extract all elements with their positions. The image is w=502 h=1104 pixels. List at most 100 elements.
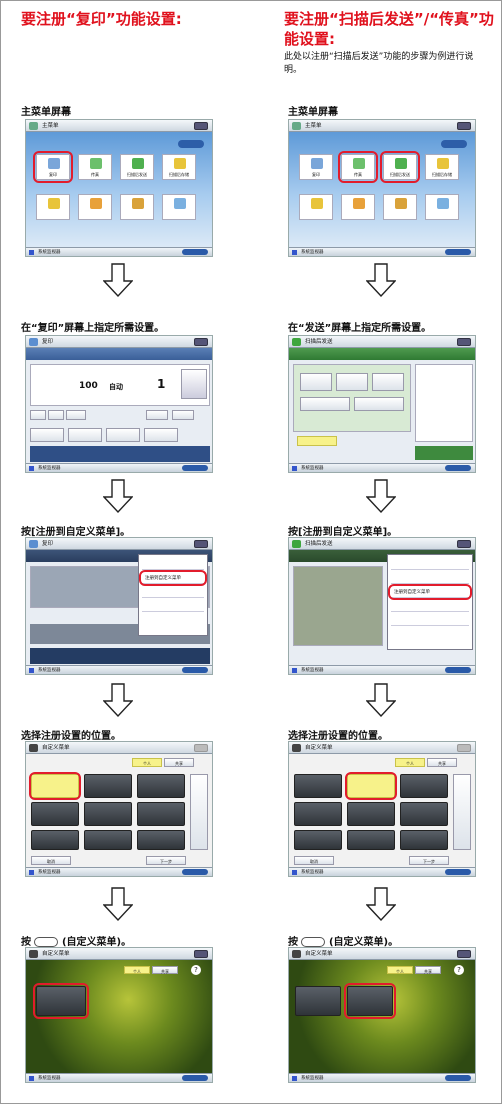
send-custom-menu-screen: 自定义菜单 个人 共享 取消 下一步 系统监视器 — [288, 741, 476, 877]
next-button[interactable]: 下一步 — [146, 856, 186, 865]
registered-copy-button[interactable] — [36, 986, 86, 1016]
fax-menu-button[interactable]: 传真 — [78, 154, 112, 180]
scan-save-icon — [174, 158, 186, 169]
copy-icon — [29, 338, 38, 346]
down-arrow-icon — [366, 479, 396, 513]
scan-save-menu-button[interactable]: 扫描后存储 — [425, 154, 459, 180]
down-arrow-icon — [366, 887, 396, 921]
status-button[interactable] — [182, 249, 208, 255]
menu-item[interactable] — [142, 559, 204, 570]
home-icon — [292, 122, 301, 130]
custom-menu-key-icon — [34, 937, 59, 947]
down-arrow-icon — [103, 263, 133, 297]
menu-button-5[interactable] — [36, 194, 70, 220]
slot-5[interactable] — [84, 802, 132, 826]
preferences-button[interactable] — [178, 140, 204, 148]
option-button-2[interactable] — [48, 410, 64, 420]
scan-send-menu-button[interactable]: 扫描后发送 — [120, 154, 154, 180]
register-custom-menu-item[interactable]: 注册到自定义菜单 — [391, 587, 469, 598]
copy-menu-button[interactable]: 复印 — [36, 154, 70, 180]
slot-8[interactable] — [84, 830, 132, 850]
send-result-screen: 自定义菜单 个人 共享 ? 系统监视器 — [288, 947, 476, 1083]
fax-highlight — [338, 151, 378, 183]
down-arrow-icon — [103, 479, 133, 513]
copy-icon — [29, 540, 38, 548]
option-button-3[interactable] — [66, 410, 86, 420]
fax-menu-button[interactable]: 传真 — [341, 154, 375, 180]
copy-step4-label: 选择注册设置的位置。 — [21, 731, 121, 742]
down-arrow-icon — [103, 683, 133, 717]
send-icon — [292, 338, 301, 346]
personal-tab[interactable]: 个人 — [132, 758, 162, 767]
help-icon[interactable]: ? — [191, 965, 201, 975]
send-options-panel — [415, 364, 473, 442]
scrollbar[interactable] — [190, 774, 208, 850]
function-button-3[interactable] — [106, 428, 140, 442]
options-menu: 注册到自定义菜单 — [138, 554, 208, 636]
down-arrow-icon — [103, 887, 133, 921]
slot-highlight — [345, 772, 397, 800]
screen-title: 主菜单 — [42, 123, 59, 129]
registered-send-button[interactable] — [347, 986, 393, 1016]
slot-2[interactable] — [84, 774, 132, 798]
option-button-5[interactable] — [172, 410, 194, 420]
settings-icon — [194, 338, 208, 346]
copy-settings-screen: 复印 100 自动 1 系统监视器 — [25, 335, 213, 473]
send-destination-panel — [293, 364, 411, 432]
shared-tab[interactable]: 共享 — [164, 758, 194, 767]
down-arrow-icon — [366, 263, 396, 297]
slot-4[interactable] — [31, 802, 79, 826]
menu-item[interactable] — [142, 601, 204, 612]
copy-custom-menu-screen: 自定义菜单 个人 共享 取消 下一步 系统监视器 — [25, 741, 213, 877]
menu-item[interactable] — [142, 587, 204, 598]
slot-1[interactable] — [31, 774, 79, 798]
menu-button-6[interactable] — [78, 194, 112, 220]
function-button-1[interactable] — [30, 428, 64, 442]
slot-3[interactable] — [137, 774, 185, 798]
option-button-4[interactable] — [146, 410, 168, 420]
copy-step2-label: 在“复印”屏幕上指定所需设置。 — [21, 323, 165, 334]
bottom-bar — [30, 446, 210, 462]
scan-send-highlight — [380, 151, 420, 183]
menu-button-7[interactable] — [120, 194, 154, 220]
copy-ratio: 100 — [79, 381, 98, 391]
copy-menu-button[interactable]: 复印 — [299, 154, 333, 180]
registered-highlight — [344, 983, 396, 1019]
register-highlight — [388, 584, 472, 600]
send-step1-label: 主菜单屏幕 — [288, 107, 338, 118]
function-button-4[interactable] — [144, 428, 178, 442]
option-button-1[interactable] — [30, 410, 46, 420]
send-settings-screen: 扫描后发送 系统监视器 — [288, 335, 476, 473]
custom-menu-icon — [29, 744, 38, 752]
send-main-menu-screen: 主菜单 复印 传真 扫描后发送 扫描后存储 系统监视器 — [288, 119, 476, 257]
home-icon — [29, 122, 38, 130]
send-heading: 要注册“扫描后发送”/“传真”功能设置: — [284, 10, 494, 48]
copy-menu-screen: 复印 注册到自定义菜单 系统监视器 — [25, 537, 213, 675]
function-button-2[interactable] — [68, 428, 102, 442]
send-step5-label: 按 (自定义菜单)。 — [288, 937, 399, 948]
cancel-button[interactable]: 取消 — [31, 856, 71, 865]
register-highlight — [139, 570, 207, 586]
send-step4-label: 选择注册设置的位置。 — [288, 731, 388, 742]
register-custom-menu-item[interactable]: 注册到自定义菜单 — [142, 573, 204, 584]
copy-highlight — [33, 151, 73, 183]
copy-mode: 自动 — [109, 383, 123, 391]
copy-icon — [48, 158, 60, 169]
menu-item[interactable] — [142, 615, 204, 626]
send-step2-label: 在“发送”屏幕上指定所需设置。 — [288, 323, 432, 334]
help-icon[interactable]: ? — [454, 965, 464, 975]
slot-7[interactable] — [31, 830, 79, 850]
scan-save-menu-button[interactable]: 扫描后存储 — [162, 154, 196, 180]
slot-9[interactable] — [137, 830, 185, 850]
menu-button-8[interactable] — [162, 194, 196, 220]
slot-highlight — [29, 772, 81, 800]
scan-send-icon — [132, 158, 144, 169]
copy-heading: 要注册“复印”功能设置: — [21, 10, 182, 28]
copy-count: 1 — [157, 377, 166, 391]
slot-6[interactable] — [137, 802, 185, 826]
down-arrow-icon — [366, 683, 396, 717]
copy-result-screen: 自定义菜单 个人 共享 ? 系统监视器 — [25, 947, 213, 1083]
copy-step5-label: 按 (自定义菜单)。 — [21, 937, 132, 948]
scan-send-menu-button[interactable]: 扫描后发送 — [383, 154, 417, 180]
